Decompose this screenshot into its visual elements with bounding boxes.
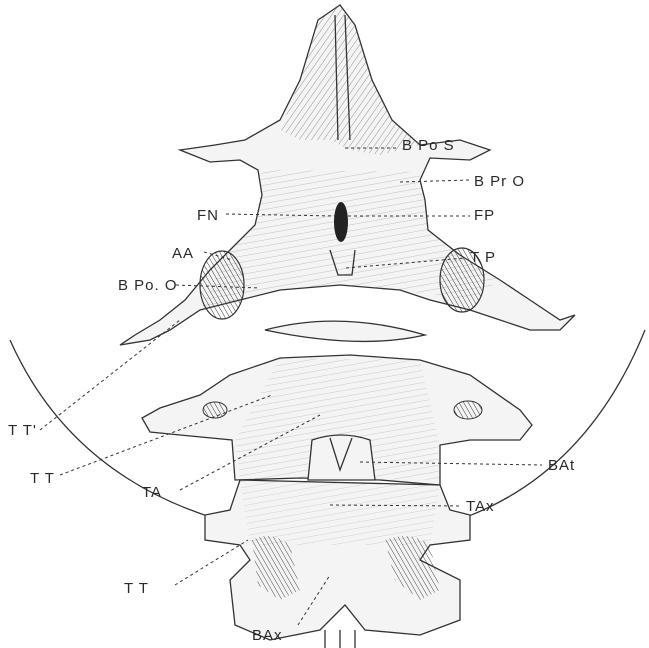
label-tax: TAx [466, 498, 495, 515]
label-bpos: B Po S [402, 137, 455, 154]
label-fp: FP [474, 207, 495, 224]
label-aa: AA [172, 245, 194, 262]
label-fn: FN [197, 207, 219, 224]
label-bax: BAx [252, 627, 283, 644]
label-bat: BAt [548, 457, 575, 474]
label-tt-upper: T T [30, 470, 55, 487]
label-bpro: B Pr O [474, 173, 525, 190]
label-tp: T P [470, 249, 496, 266]
atlas-vertebra [142, 321, 532, 485]
label-bpoo: B Po. O [118, 277, 178, 294]
label-tt-lower: T T [124, 580, 149, 597]
label-ta: TA [142, 484, 162, 501]
label-tt-prime: T T' [8, 422, 37, 439]
